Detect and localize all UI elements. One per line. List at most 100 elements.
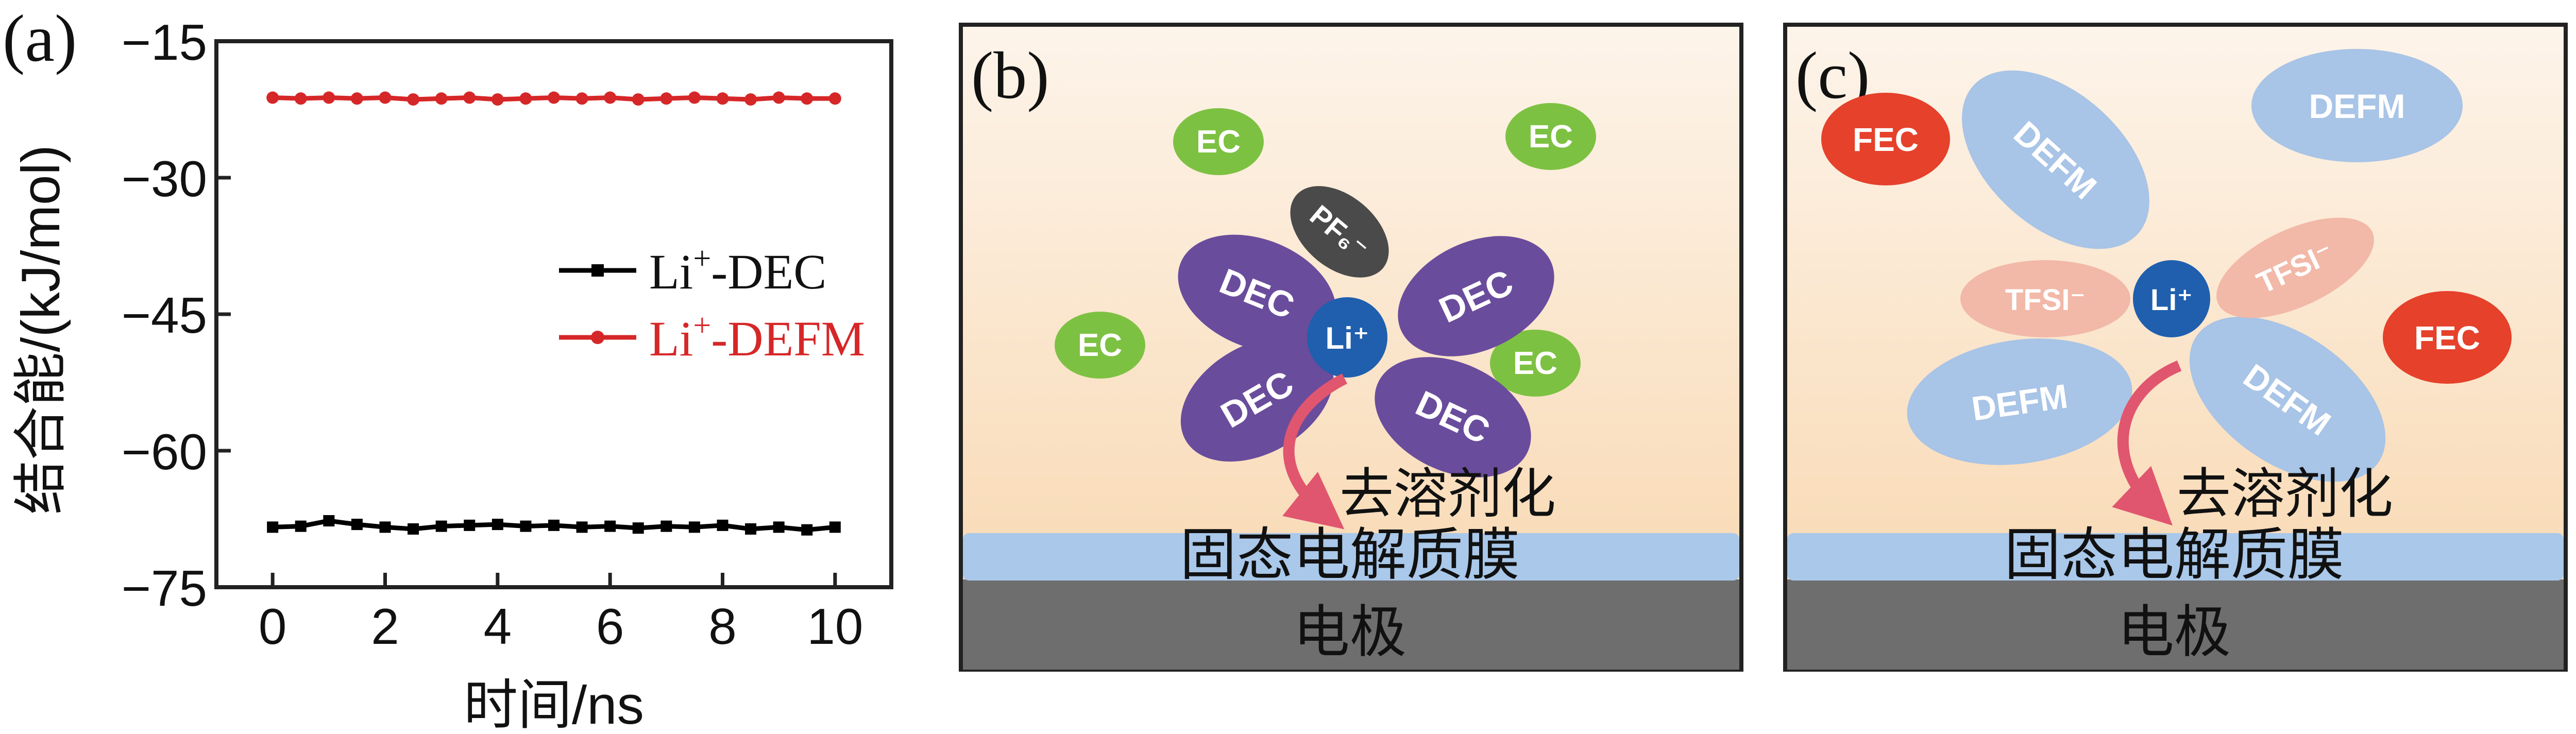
ec-molecule: EC: [1490, 330, 1581, 397]
desolvation-arrow: [1282, 373, 1347, 530]
series-1: [267, 515, 841, 536]
data-point: [575, 92, 588, 105]
defm-molecule: DEFM: [2189, 316, 2386, 482]
panel-c-electrode: [1787, 579, 2564, 670]
svg-text:FEC: FEC: [2414, 319, 2480, 356]
tfsi-anion: TFSI⁻: [1960, 260, 2130, 337]
tfsi-anion: TFSI⁻: [2216, 217, 2374, 318]
ec-molecule: EC: [1505, 103, 1596, 170]
series-layer: [266, 91, 841, 536]
panel-c-process-label: 去溶剂化: [2177, 464, 2393, 524]
dec-molecule: DEC: [1178, 234, 1336, 353]
svg-text:Li⁺: Li⁺: [2150, 283, 2193, 317]
desolvation-arrow: [2112, 360, 2182, 526]
data-point: [463, 91, 476, 104]
data-point: [801, 92, 814, 105]
panel-c: (c) FEC FEC DEFM DEFM DEFM: [1783, 23, 2568, 672]
x-tick-label: 10: [807, 598, 863, 655]
panel-b-label: (b): [971, 39, 1049, 113]
data-point: [323, 91, 335, 104]
x-tick-label: 4: [484, 598, 512, 655]
chart-legend: Li+-DEC Li+-DEFM: [559, 241, 865, 366]
defm-molecule: DEFM: [2251, 49, 2463, 162]
panel-a-label: (a): [3, 2, 77, 76]
pf6-anion: PF₆⁻: [1290, 186, 1389, 278]
data-point: [717, 519, 728, 531]
fec-molecule: FEC: [1821, 93, 1950, 185]
y-tick-label: −45: [122, 287, 207, 344]
data-point: [464, 519, 476, 531]
defm-molecule: DEFM: [1907, 338, 2132, 465]
data-point: [408, 523, 419, 535]
data-point: [295, 520, 307, 532]
data-point: [548, 519, 560, 531]
legend-label: Li+-DEC: [649, 241, 826, 299]
data-point: [773, 521, 785, 533]
data-point: [519, 92, 532, 105]
panel-c-sei-layer: [1787, 533, 2564, 581]
x-tick-label: 0: [259, 598, 287, 655]
legend-swatch-marker: [591, 331, 604, 344]
data-point: [379, 91, 392, 104]
data-point: [435, 92, 448, 105]
x-axis-label: 时间/ns: [464, 675, 644, 734]
data-point: [491, 93, 504, 106]
data-point: [632, 93, 645, 106]
data-point: [351, 519, 363, 531]
svg-text:DEFM: DEFM: [2309, 87, 2405, 125]
fec-molecule: FEC: [2383, 291, 2512, 384]
data-point: [801, 524, 813, 536]
dec-molecule: DEC: [1375, 357, 1531, 477]
legend-item: Li+-DEC: [559, 241, 826, 299]
legend-label: Li+-DEFM: [649, 308, 865, 366]
svg-text:EC: EC: [1513, 346, 1557, 381]
li-ion: Li⁺: [1307, 297, 1387, 378]
panel-b-sei-label: 固态电解质膜: [1180, 524, 1520, 587]
panel-c-sei-label: 固态电解质膜: [2004, 524, 2344, 587]
panel-b: (b) EC EC EC EC DEC: [959, 23, 1743, 672]
data-point: [744, 93, 757, 106]
y-tick-label: −60: [122, 423, 207, 480]
dec-molecule: DEC: [1398, 236, 1554, 356]
ec-molecule: EC: [1173, 108, 1264, 175]
ec-molecule: EC: [1055, 312, 1145, 379]
panel-b-sei-layer: [963, 533, 1739, 581]
data-point: [660, 520, 672, 532]
data-point: [350, 92, 363, 105]
x-tick-label: 2: [371, 598, 399, 655]
panel-b-process-label: 去溶剂化: [1340, 464, 1556, 524]
data-point: [294, 92, 307, 105]
data-point: [604, 91, 617, 104]
panel-b-molecules: EC EC EC EC DEC DEC: [1055, 103, 1596, 477]
svg-text:TFSI⁻: TFSI⁻: [2005, 283, 2086, 317]
data-point: [576, 521, 588, 533]
legend-item: Li+-DEFM: [559, 308, 865, 366]
y-tick-label: −15: [122, 14, 207, 71]
svg-text:EC: EC: [1078, 328, 1122, 363]
svg-text:Li⁺: Li⁺: [1326, 321, 1369, 355]
data-point: [379, 521, 391, 533]
data-point: [267, 521, 279, 533]
data-point: [745, 523, 757, 535]
x-axis-ticks: 0 2 4 6 8 10: [259, 573, 863, 655]
legend-swatch-marker: [591, 264, 604, 277]
data-point: [323, 515, 335, 527]
y-axis-ticks: −15−30−45−60−75: [122, 14, 231, 617]
svg-text:EC: EC: [1529, 119, 1573, 155]
panel-c-electrode-label: 电极: [2117, 601, 2231, 664]
li-ion: Li⁺: [2133, 260, 2210, 337]
data-point: [828, 92, 841, 105]
svg-text:EC: EC: [1196, 124, 1241, 160]
data-point: [435, 520, 447, 532]
panel-c-molecules: FEC FEC DEFM DEFM DEFM DEFM: [1821, 49, 2512, 482]
x-tick-label: 8: [708, 598, 737, 655]
x-tick-label: 6: [596, 598, 624, 655]
data-point: [407, 93, 420, 106]
defm-molecule: DEFM: [1962, 70, 2149, 249]
series-2: [266, 91, 841, 106]
data-point: [829, 521, 841, 533]
data-point: [492, 519, 503, 531]
svg-text:FEC: FEC: [1853, 121, 1919, 158]
